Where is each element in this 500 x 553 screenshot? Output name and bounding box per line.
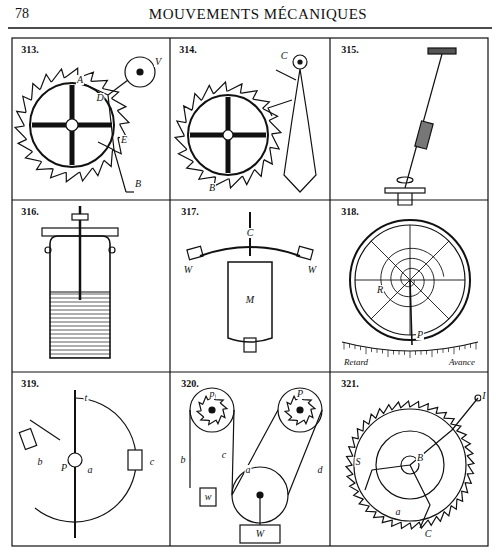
- scale-tick: [377, 349, 378, 353]
- part-letter: W: [255, 529, 265, 539]
- part-letter: b: [37, 457, 44, 467]
- part-letter: P: [416, 330, 424, 340]
- scale-tick: [415, 351, 416, 355]
- figure-number: 317.: [180, 207, 200, 217]
- balance-318: [342, 220, 478, 358]
- scale-tick: [454, 347, 455, 354]
- panel-grid: [12, 38, 488, 546]
- figure-number: 313.: [20, 45, 40, 55]
- part-letter: d: [317, 465, 324, 475]
- part-letter: t: [84, 393, 89, 403]
- part-letter: w: [204, 492, 213, 502]
- figure-number: 319.: [20, 379, 40, 389]
- scale-tick: [459, 346, 460, 350]
- scale-tick: [437, 350, 438, 354]
- part-letter: a: [395, 507, 402, 517]
- scale-tick: [410, 351, 411, 358]
- part-letter: R: [376, 285, 384, 295]
- escapement-314: [175, 55, 316, 192]
- escapement-313: [15, 57, 155, 192]
- part-letter: E: [120, 135, 128, 145]
- pendulum-319: [19, 390, 142, 538]
- scale-tick: [355, 345, 356, 349]
- part-letter: a: [87, 465, 94, 475]
- part-letter: C: [246, 228, 255, 238]
- scale-tick: [393, 350, 394, 354]
- ratchet-teeth: [197, 395, 227, 424]
- scale-tick: [399, 351, 400, 355]
- hairspring: [381, 248, 444, 306]
- part-letter: b: [180, 455, 187, 465]
- part-letter: c: [221, 450, 227, 460]
- page-number: 78: [14, 7, 30, 21]
- figure-number: 314.: [178, 45, 198, 55]
- header-rule: [8, 27, 492, 29]
- scale-tick: [421, 351, 422, 355]
- ratchet-teeth: [175, 82, 281, 188]
- page-title: MOUVEMENTS MÉCANIQUES: [148, 7, 368, 22]
- part-letter: I: [481, 391, 486, 401]
- scale-tick: [448, 348, 449, 352]
- part-letter: B: [134, 179, 142, 189]
- compensation-317: [187, 212, 313, 352]
- part-letter: P: [60, 463, 68, 473]
- figure-number: 320.: [180, 379, 200, 389]
- mercury-jar-316: [42, 206, 118, 358]
- scale-tick: [388, 350, 389, 357]
- part-letter: B: [208, 183, 216, 193]
- scale-label: Retard: [343, 358, 369, 367]
- ratchet-teeth: [285, 395, 315, 424]
- part-letter: B: [416, 453, 424, 463]
- part-letter: W: [307, 265, 317, 275]
- remontoir-321: [346, 395, 481, 529]
- figure-number: 321.: [340, 379, 360, 389]
- part-letter: W: [183, 265, 193, 275]
- figure-number: 318.: [340, 207, 360, 217]
- scale-tick: [371, 348, 372, 352]
- scale-tick: [432, 350, 433, 357]
- part-letter: V: [154, 57, 162, 67]
- pendulum-315: [385, 48, 456, 205]
- part-letter: A: [76, 75, 84, 85]
- part-letter: C: [280, 51, 289, 61]
- scale-tick: [443, 349, 444, 353]
- part-letter: c: [149, 457, 155, 467]
- part-letter: p: [209, 389, 216, 399]
- part-letter: M: [245, 295, 255, 305]
- figure-number: 315.: [340, 45, 360, 55]
- scale-label: Avance: [448, 358, 476, 367]
- part-letter: S: [355, 457, 362, 467]
- scale-tick: [344, 343, 345, 350]
- part-letter: P: [296, 389, 304, 399]
- scale-tick: [349, 344, 350, 348]
- pulleys-320: [190, 388, 322, 543]
- scale-tick: [404, 351, 405, 355]
- scale-tick: [360, 346, 361, 350]
- part-letter: a: [245, 465, 252, 475]
- scale-tick: [476, 343, 477, 350]
- scale-tick: [382, 350, 383, 354]
- scale-tick: [426, 350, 427, 354]
- part-letter: C: [424, 529, 433, 539]
- part-letter: D: [95, 93, 104, 103]
- scale-tick: [470, 344, 471, 348]
- scale-tick: [465, 345, 466, 349]
- figure-number: 316.: [20, 207, 40, 217]
- scale-tick: [366, 347, 367, 354]
